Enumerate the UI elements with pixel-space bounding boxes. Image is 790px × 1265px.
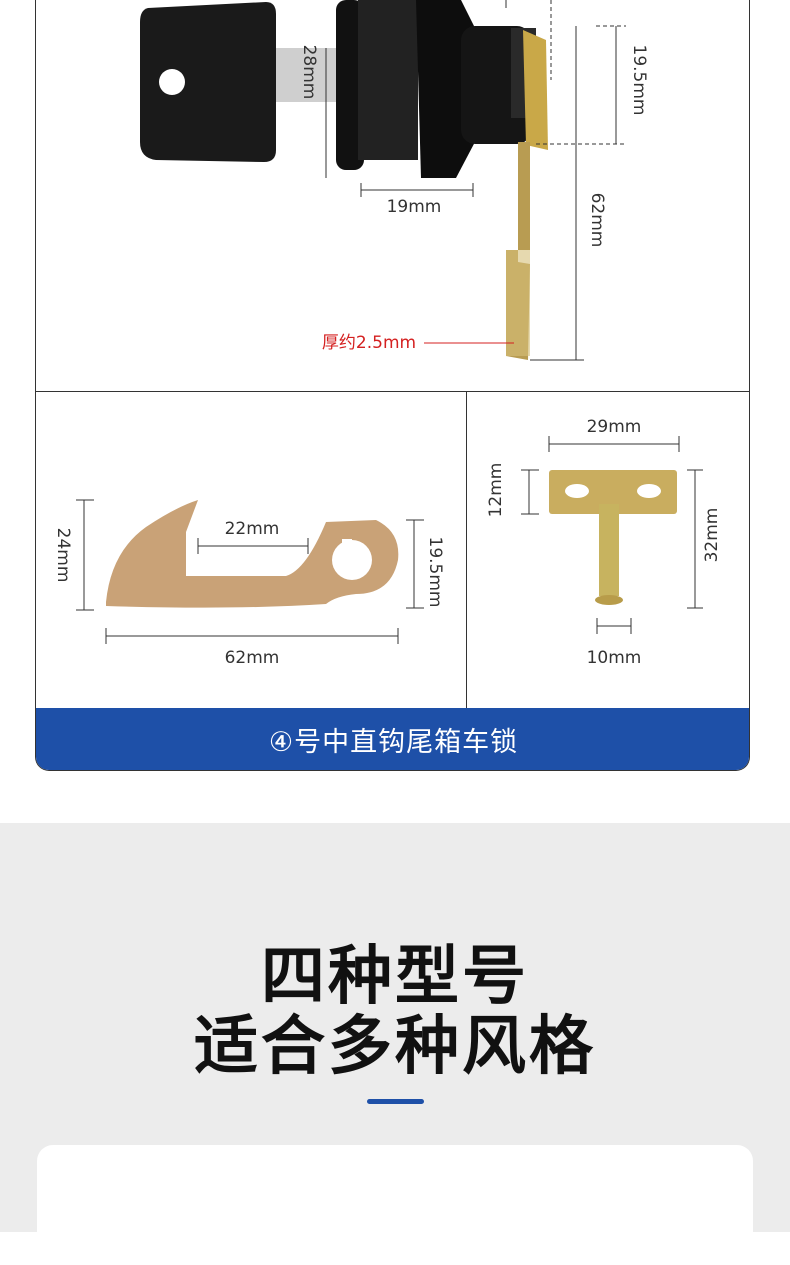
bracket-icon	[549, 470, 677, 605]
horizontal-divider	[36, 391, 749, 392]
content-panel	[37, 1145, 753, 1265]
top-cam-length-label: 62mm	[587, 193, 607, 248]
model-banner-label: ④号中直钩尾箱车锁	[268, 727, 519, 758]
section-styles: 四种型号 适合多种风格	[0, 823, 790, 1265]
bracket-diagram: 29mm 12mm 32mm 10mm	[486, 417, 722, 668]
section-title-line2: 适合多种风格	[194, 1010, 596, 1084]
bracket-height-label: 12mm	[486, 463, 506, 518]
accent-bar	[367, 1099, 424, 1104]
product-card: 19mm 28mm 19.5mm 62mm 厚约2.5mm 24mm	[35, 0, 750, 771]
bracket-pin-label: 10mm	[587, 648, 642, 668]
lock-body-icon	[336, 0, 536, 178]
thickness-label: 厚约2.5mm	[322, 333, 416, 353]
model-banner: ④号中直钩尾箱车锁	[36, 708, 749, 770]
bracket-width-label: 29mm	[587, 417, 642, 437]
key-icon	[140, 2, 346, 162]
bracket-total-label: 32mm	[702, 508, 722, 563]
top-body-height-label: 28mm	[299, 45, 319, 100]
hook-hole-label: 19.5mm	[425, 537, 445, 608]
vertical-divider	[466, 392, 467, 708]
hook-width-label: 22mm	[225, 519, 280, 539]
hook-height-label: 24mm	[53, 528, 73, 583]
hook-diagram: 24mm 22mm 19.5mm 62mm	[53, 499, 445, 668]
hook-plate-icon	[106, 500, 399, 608]
cam-plate-icon	[506, 30, 548, 360]
top-width-label: 19mm	[387, 197, 442, 217]
section-title-line1: 四种型号	[261, 940, 529, 1014]
lock-diagram: 19mm 28mm 19.5mm 62mm 厚约2.5mm	[140, 0, 649, 361]
top-cam-offset-label: 19.5mm	[629, 45, 649, 116]
hook-length-label: 62mm	[225, 648, 280, 668]
